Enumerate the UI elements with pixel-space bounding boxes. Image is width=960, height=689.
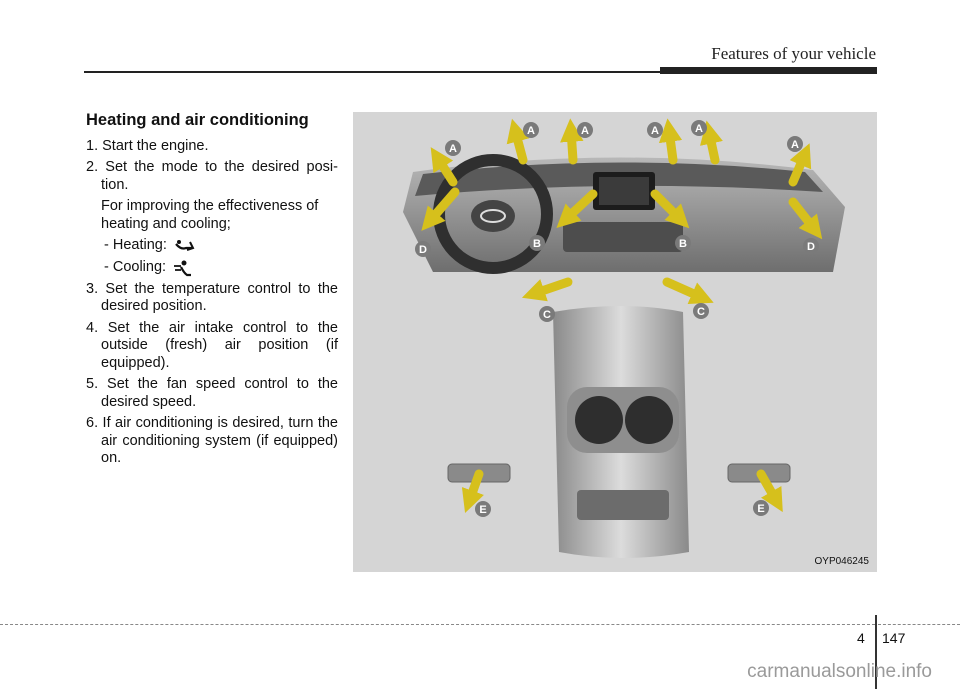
vent-badge-b1 bbox=[529, 235, 545, 251]
vent-label-c2: C bbox=[697, 306, 705, 318]
vent-badge-d1 bbox=[415, 241, 431, 257]
airflow-arrow-e2 bbox=[756, 469, 783, 513]
chapter-number: 4 bbox=[857, 630, 865, 646]
step-1: 1. Start the engine. bbox=[86, 137, 209, 154]
instructions-column: Heating and air conditioning 1. Start th… bbox=[86, 111, 338, 472]
vent-diagram-figure: A A A A A A B B C C D D E E OYP046245 bbox=[353, 112, 877, 572]
footer-rule-right bbox=[878, 624, 960, 625]
vent-badge-d2 bbox=[803, 238, 819, 254]
airflow-arrow-a6 bbox=[788, 143, 812, 187]
page-number: 147 bbox=[882, 630, 906, 646]
airflow-arrow-a5 bbox=[700, 120, 723, 165]
airflow-arrow-e1 bbox=[461, 469, 484, 514]
airflow-arrow-b1 bbox=[556, 189, 598, 228]
vent-diagram: A A A A A A B B C C D D E E bbox=[403, 118, 845, 558]
vent-badge-b2 bbox=[675, 235, 691, 251]
airflow-arrow-c2 bbox=[662, 277, 714, 304]
airflow-arrow-a1 bbox=[430, 147, 458, 187]
vent-label-a5: A bbox=[695, 123, 703, 135]
vent-badge-a3 bbox=[577, 122, 593, 138]
step-4: 4. Set the air intake control to the out… bbox=[86, 319, 338, 371]
vent-label-c1: C bbox=[543, 309, 551, 321]
vent-label-a6: A bbox=[791, 139, 799, 151]
heating-mode: - Heating: bbox=[86, 237, 338, 255]
effectiveness-note: For improving the effectiveness of heati… bbox=[101, 198, 319, 232]
vent-badge-e2 bbox=[753, 500, 769, 516]
header-rule bbox=[84, 71, 660, 73]
floor-mode-icon bbox=[175, 239, 195, 251]
airflow-arrow-d2 bbox=[788, 197, 823, 240]
vent-label-d2: D bbox=[807, 241, 815, 253]
heating-mode-label: - Heating: bbox=[104, 237, 167, 253]
airflow-arrow-a4 bbox=[658, 118, 683, 165]
vent-badge-a5 bbox=[691, 120, 707, 136]
vent-label-a3: A bbox=[581, 125, 589, 137]
step-3: 3. Set the temperature control to the de… bbox=[86, 280, 338, 315]
step-5: 5. Set the fan speed control to the desi… bbox=[86, 376, 338, 410]
airflow-arrow-c1 bbox=[521, 277, 573, 302]
vent-label-e2: E bbox=[757, 503, 764, 515]
vent-badge-c2 bbox=[693, 303, 709, 319]
cooling-mode-label: - Cooling: bbox=[104, 258, 167, 275]
vent-label-a2: A bbox=[527, 125, 535, 137]
vent-label-a1: A bbox=[449, 143, 457, 155]
vent-label-d1: D bbox=[419, 244, 427, 256]
vent-badge-e1 bbox=[475, 501, 491, 517]
face-mode-icon bbox=[174, 260, 192, 276]
cooling-mode: - Cooling: bbox=[86, 259, 338, 277]
chapter-title: Features of your vehicle bbox=[711, 44, 876, 63]
vent-badge-a1 bbox=[445, 140, 461, 156]
vent-label-b1: B bbox=[533, 238, 541, 250]
vent-badge-a2 bbox=[523, 122, 539, 138]
vent-label-a4: A bbox=[651, 125, 659, 137]
airflow-arrow-b2 bbox=[650, 189, 690, 229]
airflow-arrow-d1 bbox=[421, 187, 460, 231]
footer-rule bbox=[0, 624, 875, 625]
vent-badge-a6 bbox=[787, 136, 803, 152]
airflow-arrow-a3 bbox=[560, 118, 584, 165]
header-rule-accent bbox=[660, 67, 877, 74]
watermark[interactable]: carmanualsonline.info bbox=[747, 661, 932, 682]
step-2: 2. Set the mode to the desired posi- tio… bbox=[86, 159, 338, 193]
figure-code: OYP046245 bbox=[814, 556, 870, 567]
airflow-arrow-a2 bbox=[506, 118, 530, 165]
section-heading: Heating and air conditioning bbox=[86, 111, 309, 129]
vent-label-e1: E bbox=[479, 504, 486, 516]
vent-badge-a4 bbox=[647, 122, 663, 138]
vent-label-b2: B bbox=[679, 238, 687, 250]
vent-badge-c1 bbox=[539, 306, 555, 322]
page-divider bbox=[875, 615, 877, 689]
step-6: 6. If air conditioning is desired, turn … bbox=[86, 415, 338, 466]
